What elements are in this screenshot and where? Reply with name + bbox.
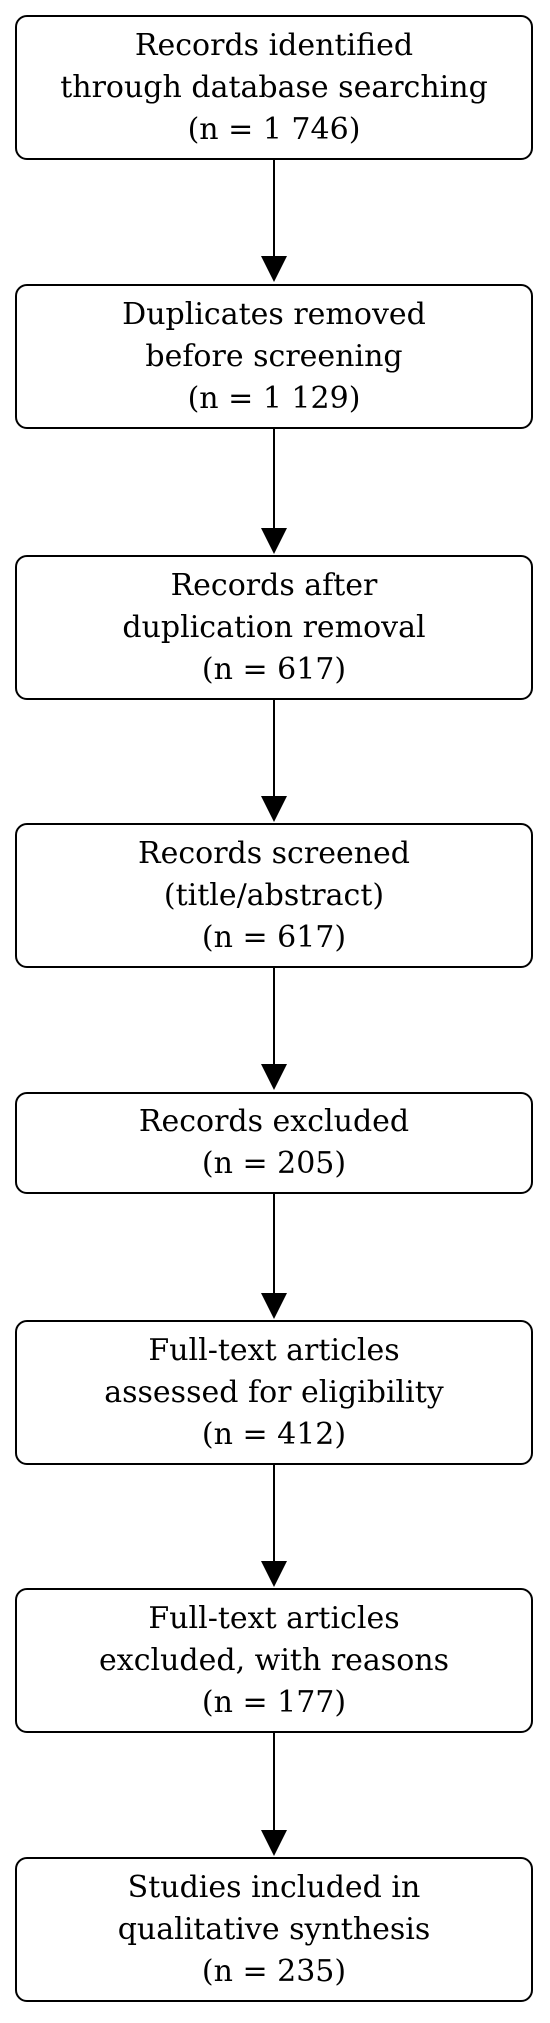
node-text: Duplicates removed xyxy=(122,296,426,332)
arrow-head xyxy=(261,796,287,822)
node-records-screened: Records screened (title/abstract) (n = 6… xyxy=(15,823,533,968)
node-count: (n = 617) xyxy=(201,651,347,687)
node-text: Records excluded xyxy=(138,1104,410,1139)
node-records-excluded: Records excluded (n = 205) xyxy=(15,1092,533,1194)
arrow-line xyxy=(273,1465,275,1563)
node-count: (n = 412) xyxy=(201,1416,347,1452)
node-text: duplication removal xyxy=(122,609,426,645)
arrow-head xyxy=(261,1830,287,1856)
arrow-head xyxy=(261,1561,287,1587)
node-text: qualitative synthesis xyxy=(117,1911,431,1947)
node-text: through database searching xyxy=(60,69,488,105)
arrow-line xyxy=(273,160,275,258)
node-text: excluded, with reasons xyxy=(99,1642,449,1678)
node-text: assessed for eligibility xyxy=(104,1374,444,1410)
node-count: (n = 205) xyxy=(201,1146,347,1181)
node-fulltext-assessed: Full-text articles assessed for eligibil… xyxy=(15,1320,533,1465)
node-count: (n = 1 746) xyxy=(187,111,361,147)
node-count: (n = 235) xyxy=(201,1953,347,1989)
node-count: (n = 1 129) xyxy=(187,380,361,416)
node-text: Records after xyxy=(170,567,378,603)
node-duplicates-removed: Duplicates removed before screening (n =… xyxy=(15,284,533,429)
node-count: (n = 177) xyxy=(201,1684,347,1720)
node-text: Studies included in xyxy=(127,1869,421,1905)
arrow-head xyxy=(261,1064,287,1090)
node-text: Records identified xyxy=(134,27,414,63)
arrow-head xyxy=(261,528,287,554)
arrow-line xyxy=(273,968,275,1066)
node-records-after-dedup: Records after duplication removal (n = 6… xyxy=(15,555,533,700)
node-count: (n = 617) xyxy=(201,919,347,955)
arrow-line xyxy=(273,700,275,798)
arrow-head xyxy=(261,256,287,282)
node-studies-included: Studies included in qualitative synthesi… xyxy=(15,1857,533,2002)
node-records-identified: Records identified through database sear… xyxy=(15,15,533,160)
node-text: before screening xyxy=(145,338,403,374)
arrow-line xyxy=(273,429,275,529)
arrow-line xyxy=(273,1194,275,1294)
node-fulltext-excluded: Full-text articles excluded, with reason… xyxy=(15,1588,533,1733)
node-text: Records screened xyxy=(137,835,410,871)
node-text: Full-text articles xyxy=(148,1332,400,1368)
node-text: (title/abstract) xyxy=(163,877,385,913)
node-text: Full-text articles xyxy=(148,1600,400,1636)
arrow-head xyxy=(261,1293,287,1319)
arrow-line xyxy=(273,1733,275,1832)
